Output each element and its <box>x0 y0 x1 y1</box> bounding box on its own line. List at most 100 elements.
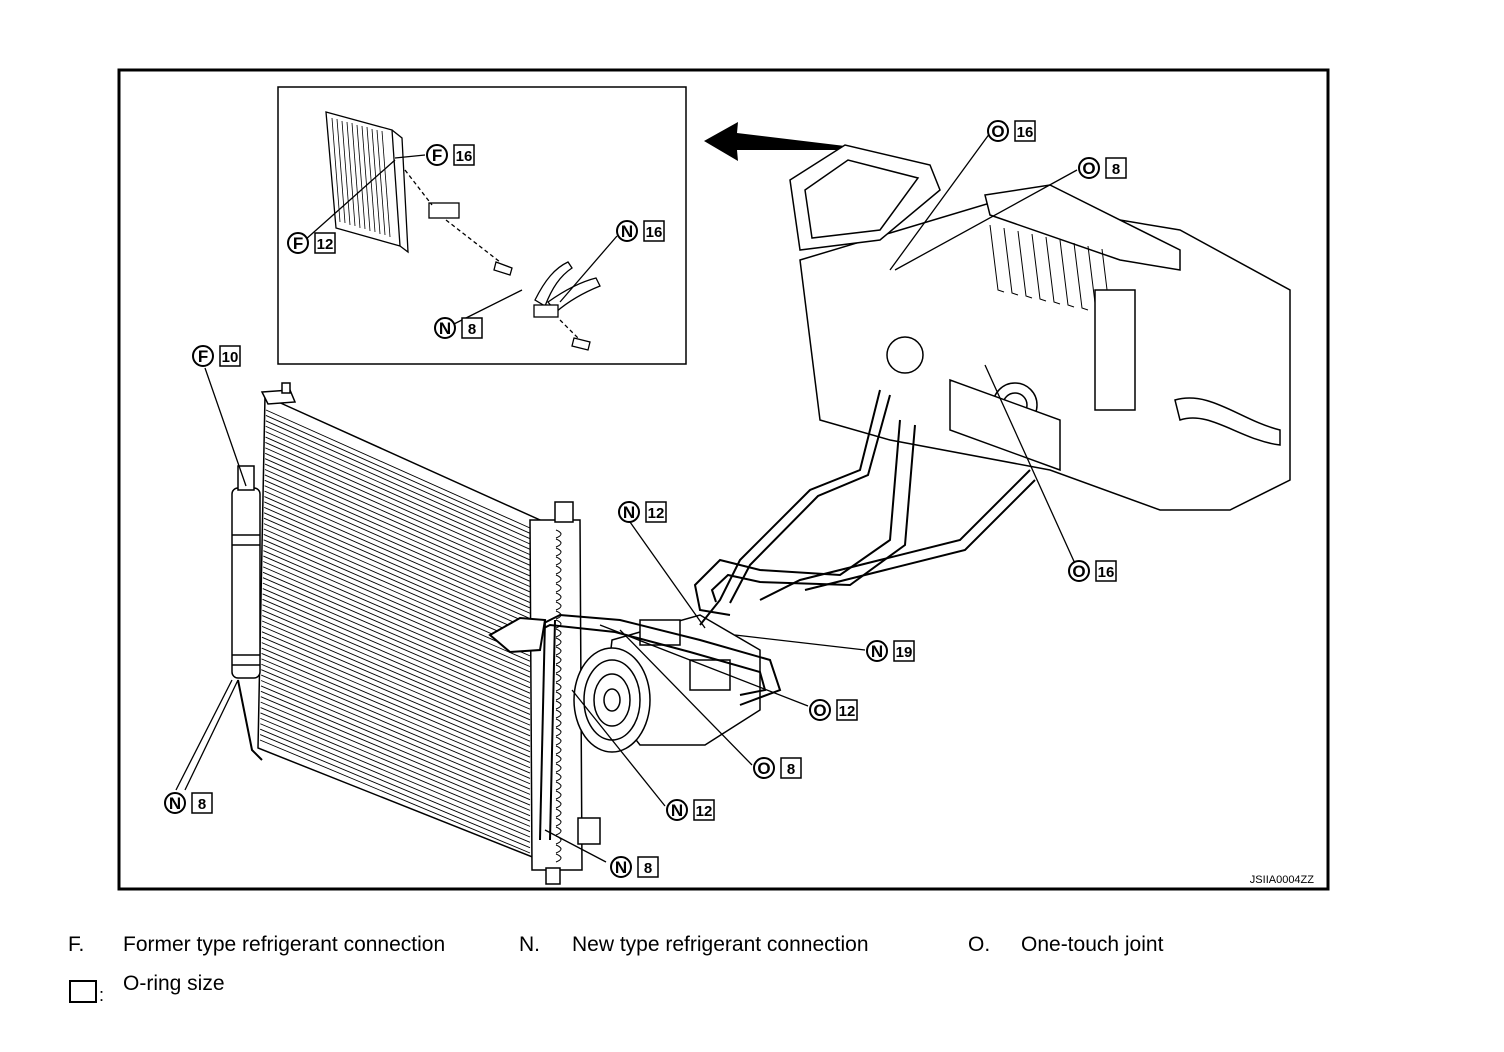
tank-wave <box>555 583 562 593</box>
svg-text:12: 12 <box>839 703 856 720</box>
callout-mid-o12: O 12 <box>809 699 858 721</box>
callout-right-o16: O 16 <box>1068 560 1117 582</box>
inset-frame <box>277 86 687 365</box>
tank-wave <box>555 601 562 611</box>
condenser-fin <box>262 577 531 694</box>
condenser-fin <box>264 485 531 604</box>
svg-text:F: F <box>432 146 442 165</box>
condenser-fin <box>262 582 531 699</box>
svg-text:8: 8 <box>787 761 795 778</box>
svg-text:F: F <box>198 347 208 366</box>
tank-wave <box>555 673 562 683</box>
callout-mid-n12: N 12 <box>618 501 667 523</box>
svg-text:12: 12 <box>648 505 665 522</box>
tank-wave <box>555 790 562 800</box>
condenser-fin <box>259 739 531 854</box>
condenser-fin <box>261 631 531 747</box>
condenser-fin <box>263 561 531 678</box>
leader-lines <box>175 132 1078 863</box>
svg-text:O: O <box>1072 562 1085 581</box>
tank-wave <box>555 691 562 701</box>
callout-top-o8: O 8 <box>1078 157 1127 179</box>
diagram-frame <box>117 68 1330 891</box>
condenser-fin <box>260 712 531 827</box>
condenser-fin <box>262 588 531 705</box>
condenser-fin <box>261 653 531 769</box>
tank-wave <box>555 592 562 602</box>
callout-mid-n19: N 19 <box>866 640 915 662</box>
tank-wave <box>555 637 562 647</box>
condenser-fin <box>265 442 531 561</box>
svg-text:8: 8 <box>644 860 652 877</box>
svg-text:O: O <box>757 759 770 778</box>
callout-inset-n16: N 16 <box>616 220 665 242</box>
condenser-fin <box>265 420 531 540</box>
direction-arrow <box>704 122 845 161</box>
tank-wave <box>555 826 562 836</box>
callout-inset-f12: F 12 <box>287 232 336 254</box>
condenser-fin <box>262 604 531 721</box>
tank-wave <box>555 682 562 692</box>
condenser-fin <box>261 674 531 790</box>
condenser-fin <box>261 647 531 763</box>
inset-evaporator <box>325 111 601 351</box>
condenser-fin <box>263 517 531 635</box>
condenser-fin <box>262 615 531 731</box>
tank-wave <box>555 556 562 566</box>
refrigerant-pipes <box>237 389 1036 841</box>
hvac-rib <box>1045 236 1061 305</box>
condenser-fin <box>260 723 531 838</box>
callout-left-n8: N 8 <box>164 792 213 814</box>
condenser-fin <box>264 479 531 598</box>
condenser-side-tank <box>529 501 601 885</box>
tank-wave <box>555 700 562 710</box>
tank-wave <box>555 565 562 575</box>
tank-wave <box>555 727 562 737</box>
svg-text:F: F <box>293 234 303 253</box>
callout-inset-f16: F 16 <box>426 144 475 166</box>
svg-text:16: 16 <box>646 224 663 241</box>
condenser-fin <box>260 690 531 806</box>
condenser-fin <box>265 452 531 572</box>
callout-top-o16: O 16 <box>987 120 1036 142</box>
condenser-fin <box>262 593 531 710</box>
svg-text:N: N <box>615 858 627 877</box>
tank-wave <box>555 709 562 719</box>
callout-low-n8: N 8 <box>610 856 659 878</box>
svg-text:10: 10 <box>222 349 239 366</box>
condenser-fin <box>263 539 531 657</box>
tank-wave <box>555 664 562 674</box>
svg-text:8: 8 <box>198 796 206 813</box>
svg-text:12: 12 <box>317 236 334 253</box>
condenser-fin <box>264 490 531 609</box>
receiver-drier <box>231 465 261 679</box>
condenser-fin <box>262 598 531 715</box>
condenser-fin <box>264 474 531 593</box>
hvac-rib <box>1073 242 1089 311</box>
tank-wave <box>555 745 562 755</box>
tank-wave <box>555 628 562 638</box>
condenser-fin <box>265 409 531 529</box>
tank-wave <box>555 799 562 809</box>
tank-wave <box>555 736 562 746</box>
condenser-fin <box>261 642 531 758</box>
svg-text:8: 8 <box>468 321 476 338</box>
svg-text:N: N <box>623 503 635 522</box>
condenser-fin <box>265 425 531 545</box>
svg-text:8: 8 <box>1112 161 1120 178</box>
tank-wave <box>555 754 562 764</box>
svg-text:16: 16 <box>1017 124 1034 141</box>
condenser-fin <box>261 658 531 774</box>
condenser-fin <box>263 523 531 641</box>
svg-text:16: 16 <box>456 148 473 165</box>
callout-inset-n8: N 8 <box>434 317 483 339</box>
hvac-rib <box>1017 230 1033 299</box>
svg-text:N: N <box>871 642 883 661</box>
condenser-fin <box>265 436 531 556</box>
condenser-fin <box>263 534 531 651</box>
condenser-fin <box>264 506 531 625</box>
hvac-rib <box>989 224 1005 293</box>
condenser-fin <box>261 663 531 779</box>
condenser-fin <box>262 609 531 726</box>
hvac-rib <box>1031 233 1047 302</box>
